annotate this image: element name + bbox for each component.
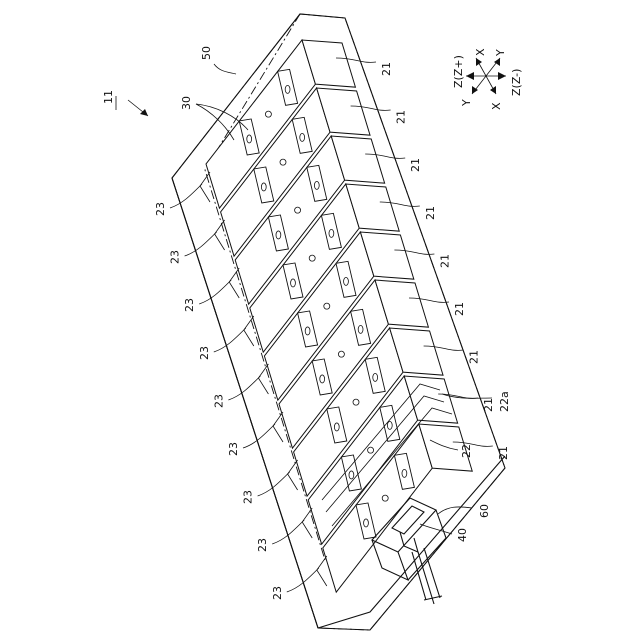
busbar-label: 23 <box>256 538 269 552</box>
housing-label: 60 <box>478 504 491 518</box>
busbar-clip <box>302 508 312 538</box>
busbar-label: 23 <box>183 298 196 312</box>
busbar-clip <box>215 220 225 250</box>
axis-x-bottom-arrow <box>490 86 496 94</box>
axis-triad: Z(Z+) Z(Z-) X Y Y X <box>452 48 523 110</box>
connector-leader <box>420 524 452 534</box>
busbar-label: 23 <box>271 586 284 600</box>
busbar-leader <box>228 376 260 400</box>
axis-x-top-label: X <box>474 48 487 56</box>
case-label: 50 <box>200 46 213 60</box>
axis-z-pos-arrow <box>466 72 474 80</box>
plate-label: 30 <box>180 96 193 110</box>
assembly-reference: 11 <box>102 90 148 116</box>
axis-z-neg-label: Z(Z-) <box>510 69 523 96</box>
busbar-clip <box>229 268 239 298</box>
busbar-leader <box>214 328 246 352</box>
axis-y-bottom-label: Y <box>460 99 473 107</box>
busbar-label: 23 <box>242 490 255 504</box>
busbar-label: 23 <box>198 346 211 360</box>
assembly-label: 11 <box>102 90 115 104</box>
busbar-clip <box>244 316 254 346</box>
busbar-clip <box>317 556 327 586</box>
connector-leads <box>412 548 440 604</box>
busbar-label: 23 <box>227 442 240 456</box>
axis-y-top-label: Y <box>494 49 507 57</box>
busbar-label: 23 <box>169 250 182 264</box>
cell-label: 21 <box>497 446 510 460</box>
case-label-group: 50 <box>200 46 236 74</box>
busbar-clip <box>258 364 268 394</box>
cell-label: 21 <box>482 398 495 412</box>
cell-label: 21 <box>409 158 422 172</box>
cell-label: 21 <box>395 110 408 124</box>
case-leader <box>214 64 236 74</box>
cell-label: 21 <box>468 350 481 364</box>
connector-face <box>400 532 418 552</box>
axis-z-neg-arrow <box>498 72 506 80</box>
busbar-leader <box>199 280 231 304</box>
busbar-label: 23 <box>154 202 167 216</box>
busbar-leader <box>185 232 217 256</box>
sheet-label: 22 <box>460 444 473 458</box>
cell-label: 21 <box>424 206 437 220</box>
cell-label: 21 <box>380 62 393 76</box>
busbar-clip <box>273 412 283 442</box>
cell-label: 21 <box>453 302 466 316</box>
axis-x-top-arrow <box>476 58 482 66</box>
busbar-leader <box>272 520 304 544</box>
busbar-clip <box>200 172 210 202</box>
connector-label: 40 <box>456 528 469 542</box>
sheet-a-label: 22a <box>498 391 511 412</box>
busbar-label: 23 <box>212 394 225 408</box>
axis-z-pos-label: Z(Z+) <box>452 55 465 88</box>
cell-stack <box>206 40 472 592</box>
busbar-clip <box>288 460 298 490</box>
cell-label: 21 <box>438 254 451 268</box>
axis-x-bottom-label: X <box>490 102 503 110</box>
